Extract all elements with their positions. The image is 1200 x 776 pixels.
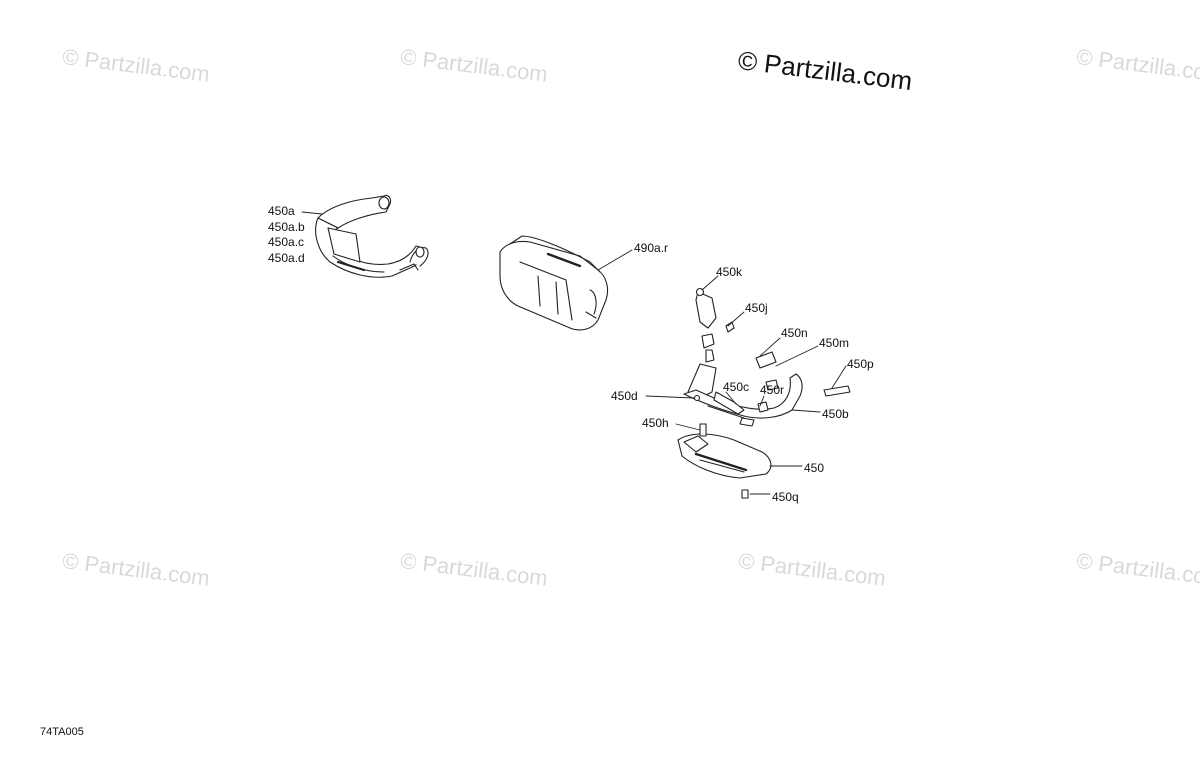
handguard-450-drawing [677,423,772,499]
part-label-450r[interactable]: 450r [760,383,785,397]
part-label-450d[interactable]: 450d [611,389,638,403]
part-label-450b[interactable]: 450b [822,407,849,421]
part-label-450c[interactable]: 450c [723,380,750,394]
part-label-450q[interactable]: 450q [772,490,799,504]
handguard-450a-drawing [315,194,429,278]
part-label-450a-d[interactable]: 450a.d [268,251,305,265]
diagram-code: 74TA005 [40,726,84,738]
part-label-490a-r[interactable]: 490a.r [634,241,669,255]
part-label-450j[interactable]: 450j [745,301,768,315]
part-label-450a[interactable]: 450a [268,204,295,218]
part-label-450n[interactable]: 450n [781,326,808,340]
part-label-450a-c[interactable]: 450a.c [268,235,305,249]
part-label-450k[interactable]: 450k [716,265,743,279]
part-label-450[interactable]: 450 [804,461,825,475]
part-label-450m[interactable]: 450m [819,336,850,350]
cover-490ar-drawing [499,235,609,331]
part-label-450a-b[interactable]: 450a.b [268,220,305,234]
part-label-450p[interactable]: 450p [847,357,874,371]
leader-lines [301,211,847,495]
part-label-450h[interactable]: 450h [642,416,669,430]
bracket-450b-drawing [683,287,851,427]
